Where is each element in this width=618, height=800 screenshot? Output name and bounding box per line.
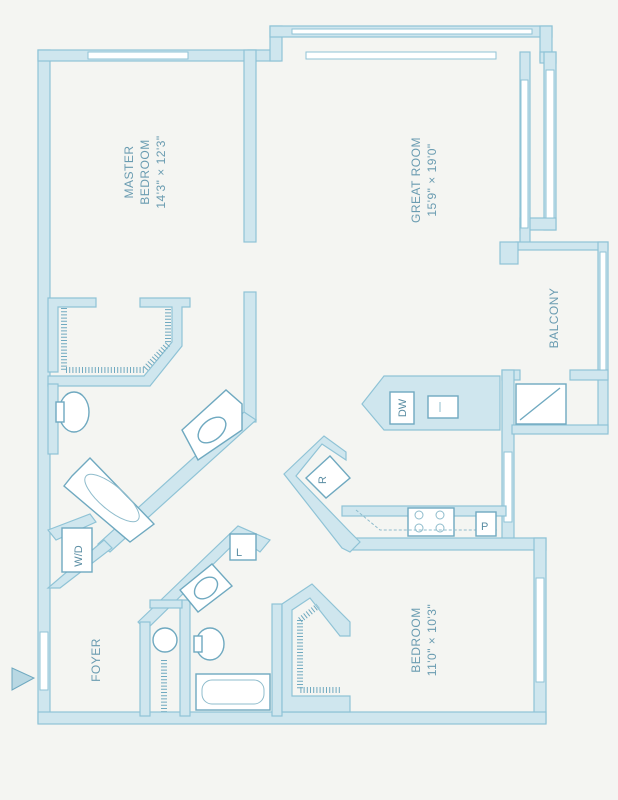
washer-dryer-label: W/D	[73, 545, 85, 566]
bedroom-label: BEDROOM	[409, 607, 423, 673]
toilet-tank-icon	[55, 401, 65, 423]
linen-closet-icon	[229, 533, 257, 561]
hall-closet-icon	[152, 627, 178, 653]
laundry: W/D	[61, 527, 93, 573]
bathtub-icon	[63, 457, 156, 543]
linen-closet-label: L	[236, 547, 242, 559]
dishwasher-label: DW	[397, 398, 409, 417]
entry-arrow-icon	[11, 667, 36, 691]
pantry-label: P	[481, 521, 488, 533]
master-bedroom-label-line1: MASTER	[122, 145, 136, 198]
foyer-label: FOYER	[89, 638, 103, 682]
balcony-door	[515, 383, 567, 425]
refrigerator-label: R	[317, 476, 329, 484]
dishwasher-icon	[389, 391, 415, 425]
hall-tub-icon	[195, 673, 271, 711]
room-labels: MASTER BEDROOM 14'3" × 12'3" GREAT ROOM …	[89, 135, 561, 682]
bedroom-dimensions: 11'0" × 10'3"	[425, 604, 439, 676]
kitchen: DW R P	[304, 391, 498, 537]
master-bedroom-label-line2: BEDROOM	[138, 139, 152, 205]
master-bath-fixtures	[55, 389, 243, 543]
master-bedroom-dimensions: 14'3" × 12'3"	[154, 135, 168, 208]
balcony-label: BALCONY	[547, 288, 561, 349]
pantry-icon	[475, 511, 497, 537]
sink-icon	[197, 416, 227, 444]
great-room-dimensions: 15'9" × 19'0"	[425, 143, 439, 216]
range-icon	[407, 507, 455, 537]
windows	[39, 28, 607, 691]
washer-dryer-icon	[61, 527, 93, 573]
master-closet-rod	[61, 308, 171, 373]
hall-bath-fixtures: L	[152, 533, 271, 712]
hall-sink-icon	[193, 576, 219, 600]
refrigerator-icon	[304, 455, 352, 499]
great-room-label: GREAT ROOM	[409, 137, 423, 223]
bedroom-closet-rod	[297, 620, 342, 693]
kitchen-sink-icon	[427, 395, 459, 419]
